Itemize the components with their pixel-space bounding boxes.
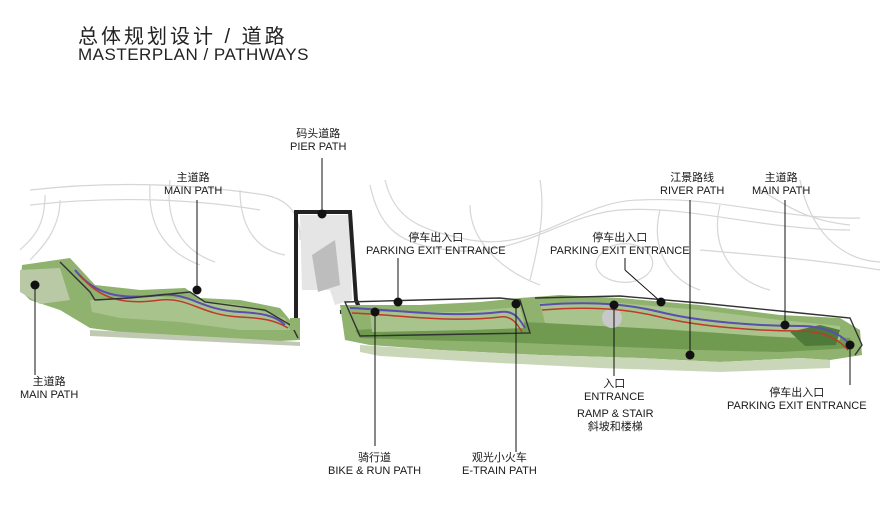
title-chinese: 总体规划设计 / 道路 [78, 26, 288, 48]
left-riverside-edge [90, 330, 300, 346]
marker-river-path [685, 350, 695, 360]
riverside-promenade [360, 345, 830, 372]
marker-main-path-top-left [192, 285, 202, 295]
bike-path-right-2 [541, 307, 849, 351]
bike-path-left [79, 274, 289, 329]
pier-connector [290, 318, 300, 330]
marker-e-train [511, 299, 521, 309]
marker-parking-3 [845, 340, 855, 350]
e-train-right-2 [534, 295, 863, 356]
leader-parking-2 [624, 269, 662, 303]
marker-pier-path [317, 209, 327, 219]
left-end-plaza [20, 268, 70, 304]
leader-lines [34, 158, 851, 452]
left-lawn [90, 296, 290, 330]
main-path-right-2 [539, 302, 851, 346]
marker-parking-1 [393, 297, 403, 307]
e-train-right-1 [343, 297, 531, 337]
main-path-right-1 [349, 307, 526, 329]
pier-ramp [312, 240, 340, 292]
markers [30, 209, 855, 360]
title-english: MASTERPLAN / PATHWAYS [78, 45, 309, 64]
e-train-left [59, 261, 299, 339]
marker-bike-run [370, 307, 380, 317]
marker-entrance [609, 300, 619, 310]
main-path-left [74, 269, 286, 326]
plaza-circle [602, 308, 622, 328]
marker-main-path-top-right [780, 320, 790, 330]
marker-main-path-left [30, 280, 40, 290]
